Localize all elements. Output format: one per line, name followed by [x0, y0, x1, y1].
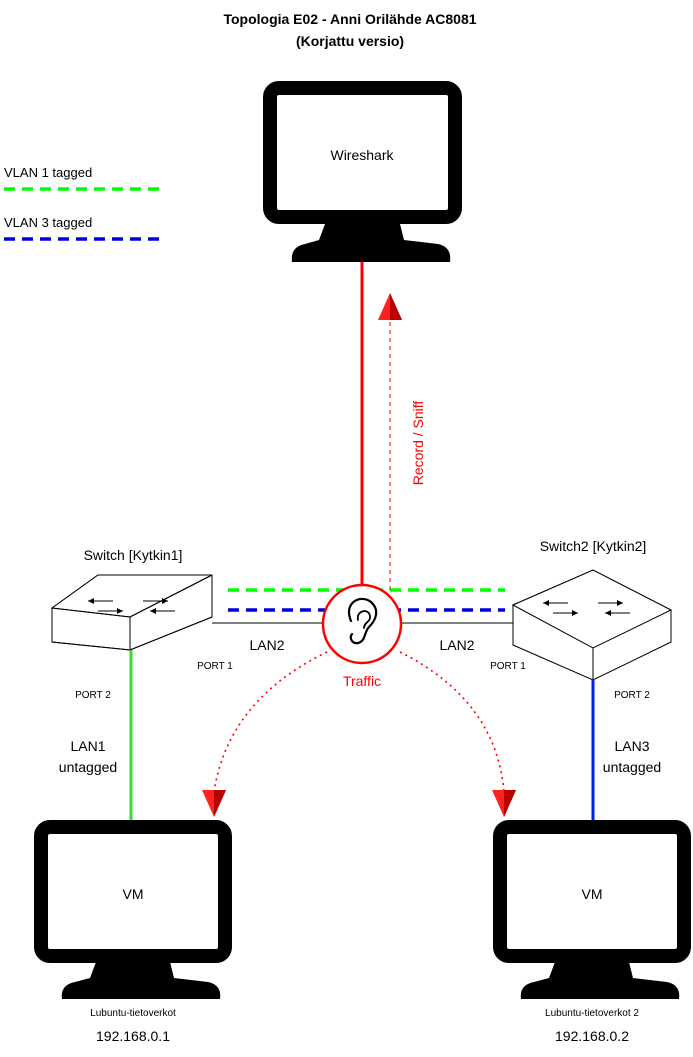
switch1-icon [50, 574, 213, 651]
lan1-untagged-label: untagged [59, 759, 117, 775]
switch1-label: Switch [Kytkin1] [84, 547, 183, 563]
vm1-hostname: Lubuntu-tietoverkot [90, 1008, 176, 1019]
vm1-label: VM [123, 886, 144, 902]
lan3-untagged-label: untagged [603, 759, 661, 775]
switch1-port1-label: PORT 1 [197, 661, 233, 672]
switch2-port2-label: PORT 2 [614, 690, 650, 701]
traffic-right-arrow-icon [492, 790, 516, 817]
diagram-subtitle: (Korjattu versio) [296, 33, 404, 49]
lan3-label: LAN3 [614, 738, 649, 754]
vm2-monitor-icon [493, 820, 691, 999]
vm1-ip: 192.168.0.1 [96, 1028, 170, 1044]
ear-icon [321, 583, 403, 665]
traffic-arc-left [213, 651, 328, 793]
record-sniff-arrow-icon [378, 293, 402, 320]
traffic-label: Traffic [343, 673, 381, 689]
switch2-icon [511, 569, 673, 681]
legend-vlan1-label: VLAN 1 tagged [4, 165, 92, 180]
vm1-monitor-icon [34, 820, 232, 999]
vm2-label: VM [582, 886, 603, 902]
wireshark-monitor-icon [263, 81, 462, 262]
traffic-arc-right [399, 651, 505, 793]
legend: VLAN 1 tagged VLAN 3 tagged [4, 165, 160, 241]
diagram-title: Topologia E02 - Anni Orilähde AC8081 [223, 11, 476, 27]
switch1-port2-label: PORT 2 [75, 690, 111, 701]
lan1-label: LAN1 [70, 738, 105, 754]
switch2-label: Switch2 [Kytkin2] [540, 538, 647, 554]
lan2-left-label: LAN2 [249, 637, 284, 653]
lan2-right-label: LAN2 [439, 637, 474, 653]
wireshark-label: Wireshark [330, 147, 394, 163]
switch2-port1-label: PORT 1 [490, 661, 526, 672]
vm2-hostname: Lubuntu-tietoverkot 2 [545, 1008, 639, 1019]
legend-vlan3-label: VLAN 3 tagged [4, 215, 92, 230]
traffic-left-arrow-icon [202, 790, 226, 817]
record-sniff-label: Record / Sniff [410, 401, 426, 486]
vm2-ip: 192.168.0.2 [555, 1028, 629, 1044]
